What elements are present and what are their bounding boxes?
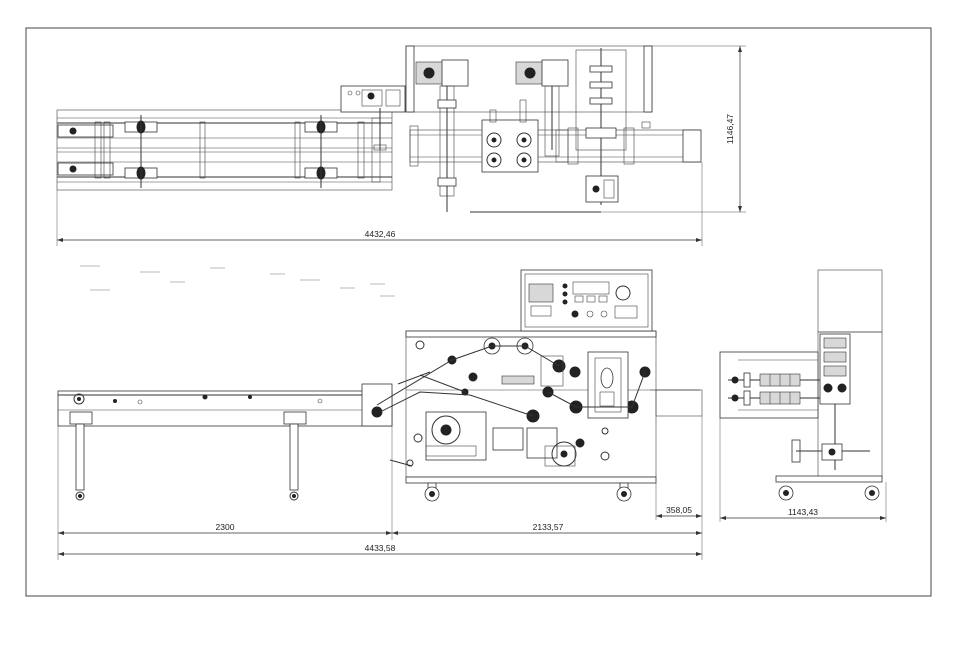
dim-top-length: 4432,46 xyxy=(56,162,703,246)
conveyor-length-label: 2300 xyxy=(216,522,235,532)
top-length-label: 4432,46 xyxy=(365,229,396,239)
drawing-frame xyxy=(25,27,932,597)
front-view: 2300 2133,57 358,05 4433,58 xyxy=(57,269,703,560)
front-view-conveyor xyxy=(57,383,393,501)
top-view-conveyor xyxy=(56,109,393,191)
top-height-label: 1146,47 xyxy=(725,114,735,144)
top-view-machine xyxy=(405,45,702,213)
side-view: 1143,43 xyxy=(719,269,887,522)
total-length-label: 4433,58 xyxy=(365,543,396,553)
top-view: 1146,47 4432,46 xyxy=(56,45,746,246)
faint-marks xyxy=(80,265,395,297)
dim-top-height: 1146,47 xyxy=(601,45,746,213)
top-view-control-box xyxy=(340,85,406,151)
front-view-machine xyxy=(376,269,703,502)
dim-front: 2300 2133,57 358,05 4433,58 xyxy=(57,416,703,560)
machine-length-label: 2133,57 xyxy=(533,522,564,532)
side-width-label: 1143,43 xyxy=(788,507,818,517)
overhang-label: 358,05 xyxy=(666,505,692,515)
